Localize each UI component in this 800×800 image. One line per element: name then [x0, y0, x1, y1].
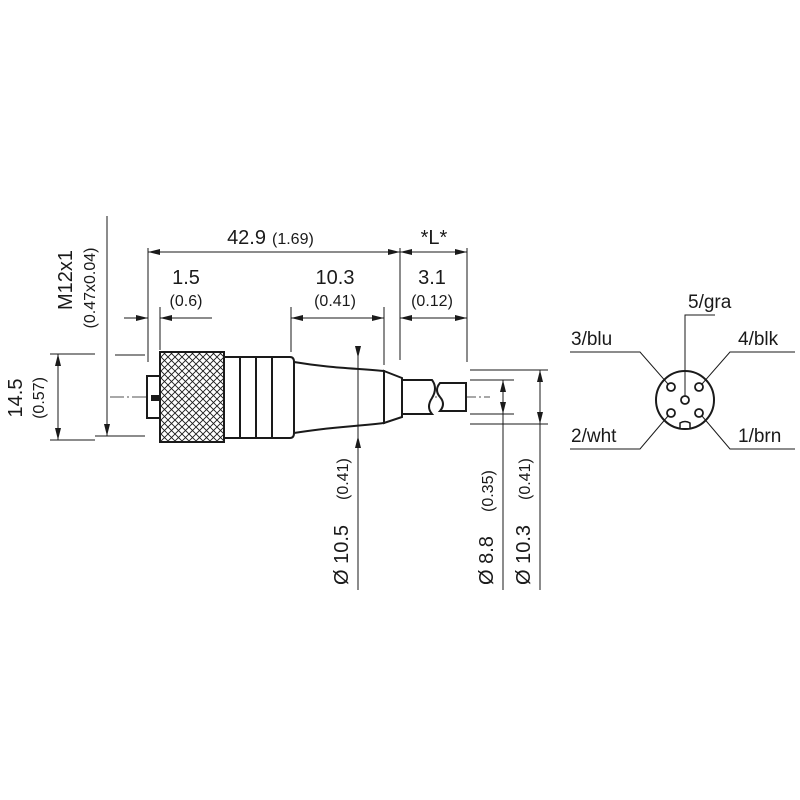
pin-3 [666, 382, 676, 392]
grip-body [223, 356, 295, 439]
body-diameter-value: Ø 10.5 [331, 525, 353, 585]
height-inch: (0.57) [31, 377, 48, 419]
thread-inch: (0.47x0.04) [82, 248, 99, 329]
leader-pin-4 [701, 351, 795, 385]
dimension-labels: 42.9 (1.69) *L* 1.5 (0.6) 10.3 (0.41) 3.… [5, 227, 535, 585]
body-segment-value: 10.3 [316, 267, 355, 289]
height-value: 14.5 [5, 379, 27, 418]
leader-pin-5 [684, 314, 715, 396]
cable-outer-diameter-inch: (0.41) [517, 458, 534, 500]
cable-segment-value: 3.1 [418, 267, 446, 289]
knurled-nut [159, 351, 225, 443]
cable-inner-diameter-value: Ø 8.8 [476, 536, 498, 585]
nut-offset-inch: (0.6) [170, 293, 203, 310]
nut-offset-value: 1.5 [172, 267, 200, 289]
pin-1 [694, 408, 704, 418]
leader-pin-3 [570, 351, 669, 385]
body-diameter-inch: (0.41) [335, 458, 352, 500]
coding-notch [679, 420, 691, 428]
cable-segment-inch: (0.12) [411, 293, 453, 310]
overall-length-value: 42.9 [227, 227, 266, 249]
leader-pin-2 [570, 415, 669, 450]
cable-outer-diameter-value: Ø 10.3 [513, 525, 535, 585]
pin-4 [694, 382, 704, 392]
leader-pin-1 [701, 415, 795, 450]
strain-relief [293, 360, 385, 435]
overall-length-inch: (1.69) [272, 231, 314, 248]
pin-label-1: 1/brn [738, 426, 781, 447]
pin-label-5: 5/gra [688, 292, 732, 313]
body-segment-inch: (0.41) [314, 293, 356, 310]
connector-side-view [110, 351, 490, 443]
cable-left-part [401, 379, 436, 415]
bend-relief [383, 369, 403, 425]
pin-label-3: 3/blu [571, 329, 612, 350]
pin-5 [680, 395, 690, 405]
pin-label-4: 4/blk [738, 329, 779, 350]
pin-label-2: 2/wht [571, 426, 617, 447]
pinout-diagram: 5/gra 3/blu 4/blk 2/wht 1/brn [570, 292, 795, 450]
coding-key [151, 395, 159, 401]
cable-inner-diameter-inch: (0.35) [480, 470, 497, 512]
pin-2 [666, 408, 676, 418]
cable-right-part [436, 382, 467, 412]
dimension-lines [50, 216, 548, 590]
thread-value: M12x1 [55, 250, 77, 310]
cable-length-label: *L* [421, 227, 448, 249]
